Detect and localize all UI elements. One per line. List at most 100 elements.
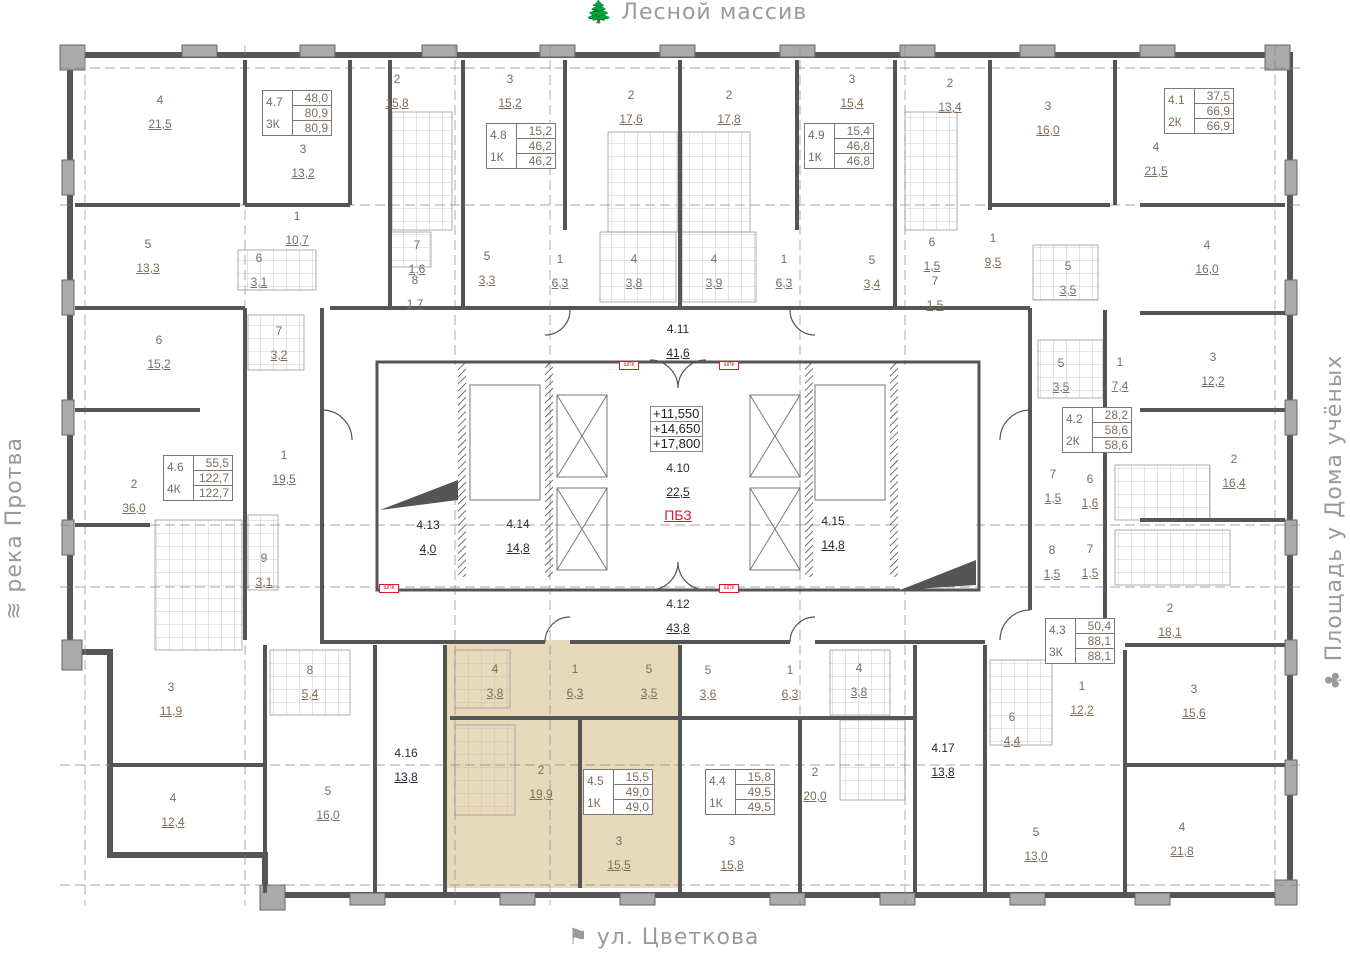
room-number: 1 [293,209,301,223]
room-number: 2 [1166,601,1174,615]
apartment-type: 3К [1049,645,1063,659]
forest-icon: 🌲 [585,0,614,25]
apartment-number: 4.5 [587,774,604,788]
room-number: 6 [928,235,936,249]
room-number: 9 [260,551,268,565]
room-number: 8 [411,273,419,287]
room-number: 7 [1086,542,1094,556]
room-area: 15,2 [498,96,522,110]
facade-windows [59,44,1298,911]
direction-east-label: Площадь у Дома учёных [1322,354,1347,662]
room-number: 2 [537,763,545,777]
elevation-value: +11,550 [651,407,703,422]
room-area: 15,6 [1182,706,1206,720]
room-area: 13,2 [291,166,315,180]
room-area: 3,2 [270,348,288,362]
room-area: 21,5 [1144,164,1168,178]
room-area: 7,4 [1111,379,1129,393]
room-number: 4 [156,93,164,107]
room-area: 1,5 [926,298,944,312]
room-area: 3,8 [850,685,868,699]
room-number: 5 [144,237,152,251]
room-area: 12,2 [1070,703,1094,717]
room-number: 1 [571,662,579,676]
room-area: 13,3 [136,261,160,275]
total-area: 80,9 [293,106,331,121]
room-number: 2 [627,88,635,102]
living-area: 15,2 [517,124,555,139]
room-area: 15,5 [607,858,631,872]
apartment-type: 1К [490,150,504,164]
room-area: 3,6 [699,687,717,701]
interior-walls [75,60,1285,893]
room-number: 3 [506,72,514,86]
apartment-number: 4.7 [266,95,283,109]
room-area: 16,0 [1036,123,1060,137]
fire-hydrant-tag: ШПК [719,584,739,593]
direction-west: ≋ река Протва [2,437,27,620]
apartment-type: 4К [167,482,181,496]
room-number: 5 [1064,259,1072,273]
apartment-type: 1К [808,150,822,164]
room-area: 36,0 [122,501,146,515]
room-number: 3 [1044,99,1052,113]
direction-north-label: Лесной массив [621,0,808,25]
room-number: 6 [1008,710,1016,724]
room-area: 4,4 [1003,734,1021,748]
room-area: 1,5 [923,259,941,273]
room-number: 3 [167,680,175,694]
room-area: 3,1 [255,575,273,589]
room-area: 18,1 [1158,625,1182,639]
room-area: 11,9 [159,704,183,718]
elevation-value: +14,650 [651,421,703,437]
room-area: 10,7 [285,233,309,247]
room-area: 21,8 [1170,844,1194,858]
building-core [375,360,981,592]
total-area-with-balcony: 49,0 [625,800,649,814]
direction-south: ⚑ ул. Цветкова [568,925,759,950]
apartment-number: 4.4 [709,774,726,788]
room-number: 4 [169,791,177,805]
total-area: 46,8 [835,139,873,154]
living-area: 37,5 [1195,89,1233,104]
fire-hydrant-tag: ШПК [719,361,739,370]
total-area: 49,5 [736,785,774,800]
room-area: 19,5 [272,472,296,486]
apartment-number: 4.9 [808,128,825,142]
room-number: 2 [1230,452,1238,466]
room-number: 5 [324,784,332,798]
total-area: 58,6 [1093,423,1131,438]
room-area: 3,5 [640,686,658,700]
room-area: 13,4 [938,100,962,114]
total-area: 122,7 [194,471,232,486]
common-area-size: 41,6 [666,346,690,360]
total-area-with-balcony: 66,9 [1206,119,1230,133]
room-number: 1 [280,448,288,462]
doors [321,309,1031,643]
room-area: 21,5 [148,117,172,131]
room-area: 19,9 [529,787,553,801]
common-area-number: 4.17 [931,741,955,755]
room-area: 1,5 [1081,566,1099,580]
room-number: 8 [1048,543,1056,557]
room-number: 2 [811,765,819,779]
room-number: 3 [615,834,623,848]
total-area: 46,2 [517,139,555,154]
room-area: 6,3 [781,687,799,701]
room-number: 2 [946,76,954,90]
room-number: 4 [710,252,718,266]
room-area: 6,3 [551,276,569,290]
room-number: 3 [728,834,736,848]
